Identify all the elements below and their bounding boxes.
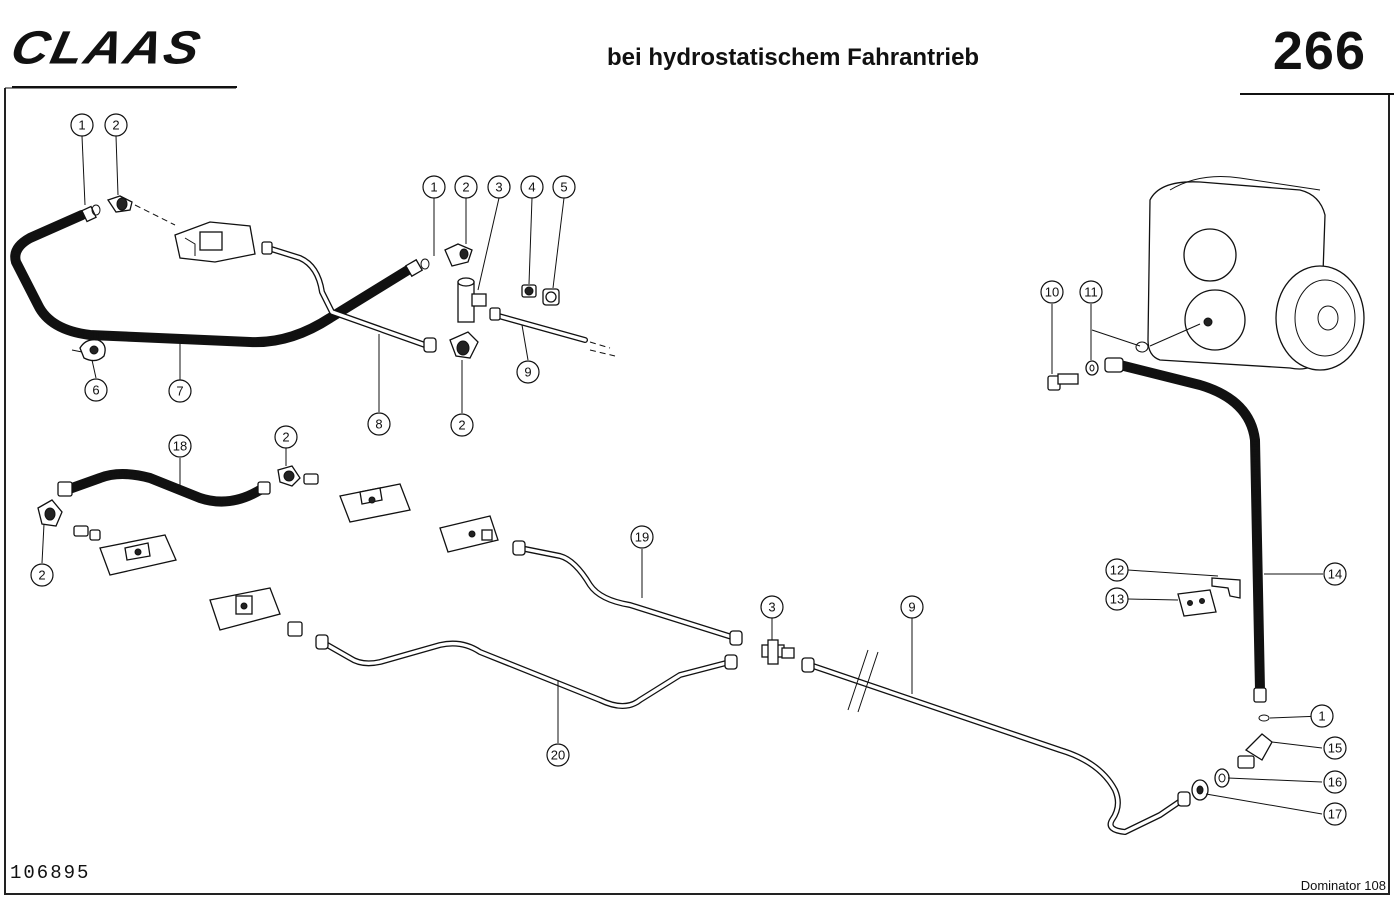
mounting-block-b — [99, 534, 177, 576]
drawing-reference-number: 106895 — [10, 862, 91, 884]
callout-2-topleft: 2 — [104, 113, 128, 137]
clamp-block-13 — [1177, 589, 1217, 617]
callout-5: 5 — [552, 175, 576, 199]
tee-fitting-3-bottom — [761, 639, 795, 665]
svg-text:2: 2 — [282, 430, 289, 445]
valve-block — [134, 204, 256, 263]
svg-text:17: 17 — [1328, 807, 1342, 822]
svg-text:3: 3 — [495, 180, 502, 195]
plug-4 — [521, 284, 537, 298]
elbow-fittings-left — [37, 465, 319, 541]
nut-17 — [1191, 779, 1209, 801]
washer-11 — [1085, 360, 1099, 376]
svg-text:12: 12 — [1110, 563, 1124, 578]
svg-text:9: 9 — [908, 600, 915, 615]
callout-16: 16 — [1323, 770, 1347, 794]
leader-lines — [41, 135, 1323, 815]
svg-text:6: 6 — [92, 383, 99, 398]
callout-6: 6 — [84, 378, 108, 402]
callout-9-top: 9 — [516, 360, 540, 384]
hydraulic-pump — [1091, 176, 1365, 371]
svg-text:5: 5 — [560, 180, 567, 195]
callout-11: 11 — [1079, 280, 1103, 304]
callout-12: 12 — [1105, 558, 1129, 582]
hose-14 — [1104, 357, 1267, 703]
mounting-block-a — [339, 483, 411, 523]
callout-15: 15 — [1323, 736, 1347, 760]
callout-3-top: 3 — [487, 175, 511, 199]
frame-right-border — [1388, 95, 1390, 895]
clamp-6 — [71, 339, 106, 362]
pipe-8 — [261, 241, 437, 353]
svg-text:19: 19 — [635, 530, 649, 545]
hose-18 — [57, 469, 271, 507]
callout-20: 20 — [546, 743, 570, 767]
svg-text:20: 20 — [551, 748, 565, 763]
callout-18: 18 — [168, 434, 192, 458]
callout-1-top: 1 — [422, 175, 446, 199]
callout-7: 7 — [168, 379, 192, 403]
callout-9-bottom: 9 — [900, 595, 924, 619]
bolt-10 — [1047, 373, 1079, 391]
svg-text:2: 2 — [458, 418, 465, 433]
callout-2-center: 2 — [274, 425, 298, 449]
svg-text:15: 15 — [1328, 741, 1342, 756]
svg-text:3: 3 — [768, 600, 775, 615]
callout-13: 13 — [1105, 587, 1129, 611]
pipe-9-long — [801, 649, 1191, 835]
svg-text:13: 13 — [1110, 592, 1124, 607]
svg-text:1: 1 — [430, 180, 437, 195]
svg-text:10: 10 — [1045, 285, 1059, 300]
svg-text:2: 2 — [38, 568, 45, 583]
frame-bottom-border — [4, 893, 1390, 895]
hose-7-fittings — [81, 195, 473, 278]
callout-19: 19 — [630, 525, 654, 549]
mounting-block-c — [439, 515, 499, 553]
pipe-20 — [315, 634, 738, 709]
svg-text:4: 4 — [528, 180, 535, 195]
callout-2-mid: 2 — [450, 413, 474, 437]
callout-1-mid: 1 — [1310, 704, 1334, 728]
frame-left-border — [4, 88, 6, 894]
callout-8: 8 — [367, 412, 391, 436]
svg-text:18: 18 — [173, 439, 187, 454]
svg-text:1: 1 — [1318, 709, 1325, 724]
logo-underline — [12, 86, 237, 88]
callout-1-topleft: 1 — [70, 113, 94, 137]
callout-10: 10 — [1040, 280, 1064, 304]
machine-model: Dominator 108 — [1300, 878, 1386, 893]
callout-2-top: 2 — [454, 175, 478, 199]
svg-text:1: 1 — [78, 118, 85, 133]
washer-16 — [1214, 768, 1230, 788]
callout-4: 4 — [520, 175, 544, 199]
callout-14: 14 — [1323, 562, 1347, 586]
page-number-underline — [1240, 93, 1394, 95]
svg-text:8: 8 — [375, 417, 382, 432]
svg-text:2: 2 — [462, 180, 469, 195]
mounting-block-d — [209, 587, 303, 637]
o-ring-1 — [1258, 714, 1270, 722]
pipe-19 — [512, 540, 743, 646]
svg-text:16: 16 — [1328, 775, 1342, 790]
pipe-9-top — [489, 307, 616, 357]
tee-fitting-3 — [449, 277, 487, 359]
callout-3-bottom: 3 — [760, 595, 784, 619]
svg-text:11: 11 — [1084, 285, 1098, 300]
elbow-15 — [1237, 733, 1273, 769]
svg-text:9: 9 — [524, 365, 531, 380]
clamp-12 — [1211, 577, 1241, 599]
brand-logo: CLAAS — [6, 18, 237, 88]
svg-text:7: 7 — [176, 384, 183, 399]
svg-text:2: 2 — [112, 118, 119, 133]
page-title: bei hydrostatischem Fahrantrieb — [607, 44, 980, 71]
callout-2-left: 2 — [30, 563, 54, 587]
callout-17: 17 — [1323, 802, 1347, 826]
page-number: 266 — [1272, 21, 1366, 81]
svg-text:14: 14 — [1328, 567, 1342, 582]
hose-7 — [10, 210, 413, 348]
plug-5 — [542, 288, 560, 306]
